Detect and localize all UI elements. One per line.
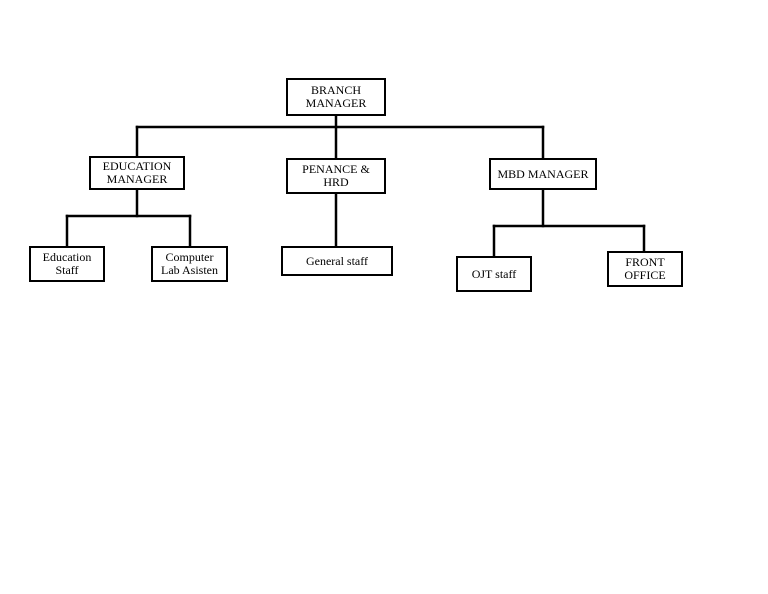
node-ojt-staff: OJT staff [456, 256, 532, 292]
node-label: EDUCATION MANAGER [102, 159, 172, 186]
node-computer-lab-asisten: Computer Lab Asisten [151, 246, 228, 282]
node-front-office: FRONT OFFICE [607, 251, 683, 287]
node-label: PENANCE & HRD [302, 162, 370, 189]
node-label: Education Staff [42, 250, 92, 277]
node-label: FRONT OFFICE [624, 255, 666, 282]
node-label: MBD MANAGER [497, 166, 589, 181]
node-education-staff: Education Staff [29, 246, 105, 282]
node-general-staff: General staff [281, 246, 393, 276]
node-penance-hrd: PENANCE & HRD [286, 158, 386, 194]
node-label: Computer Lab Asisten [161, 250, 218, 277]
node-mbd-manager: MBD MANAGER [489, 158, 597, 190]
node-label: BRANCH MANAGER [305, 83, 367, 110]
node-label: General staff [305, 253, 369, 268]
node-label: OJT staff [471, 266, 517, 281]
node-branch-manager: BRANCH MANAGER [286, 78, 386, 116]
node-education-manager: EDUCATION MANAGER [89, 156, 185, 190]
